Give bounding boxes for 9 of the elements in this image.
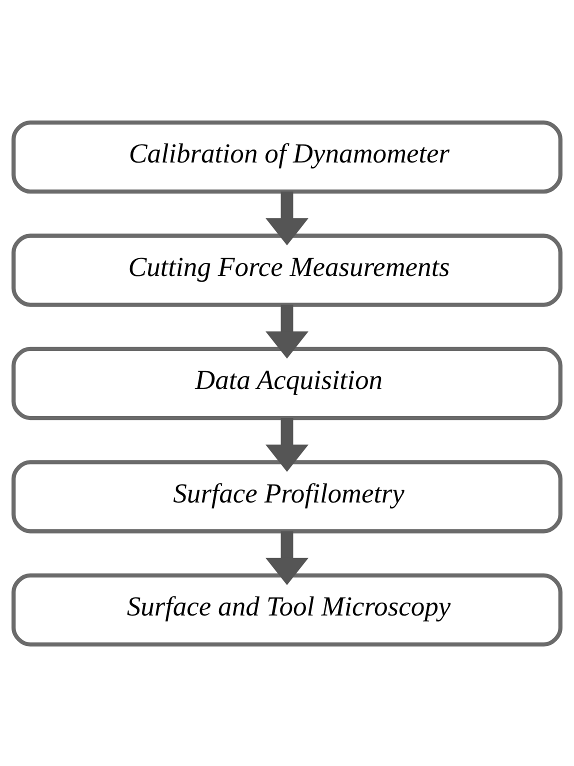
arrow	[266, 418, 308, 472]
node-box: Calibration of Dynamometer	[12, 120, 562, 194]
node-box: Cutting Force Measurements	[12, 233, 562, 306]
node-box: Data Acquisition	[12, 346, 562, 420]
node-box: Surface Profilometry	[12, 460, 562, 533]
arrow	[266, 530, 308, 585]
arrow	[266, 304, 308, 358]
arrow	[266, 191, 308, 245]
node-box: Surface and Tool Microscopy	[12, 572, 562, 646]
